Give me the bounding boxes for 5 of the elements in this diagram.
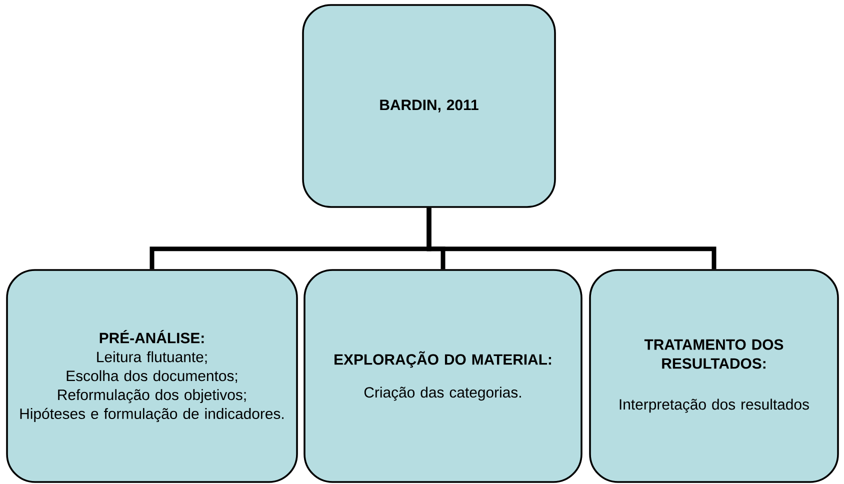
connector bbox=[426, 208, 716, 270]
process-box: EXPLORAÇÃO DO MATERIAL: Criação das categorias. bbox=[304, 269, 582, 483]
process-box: BARDIN, 2011 bbox=[302, 4, 556, 208]
process-box: TRATAMENTO DOS RESULTADOS: Interpretação dos resultados bbox=[589, 269, 839, 483]
process-box: PRÉ-ANÁLISE: Leitura flutuante; Escolha dos documentos; Reformulação dos objetivos; Hipóteses e formulação de indicadores. bbox=[6, 269, 298, 483]
